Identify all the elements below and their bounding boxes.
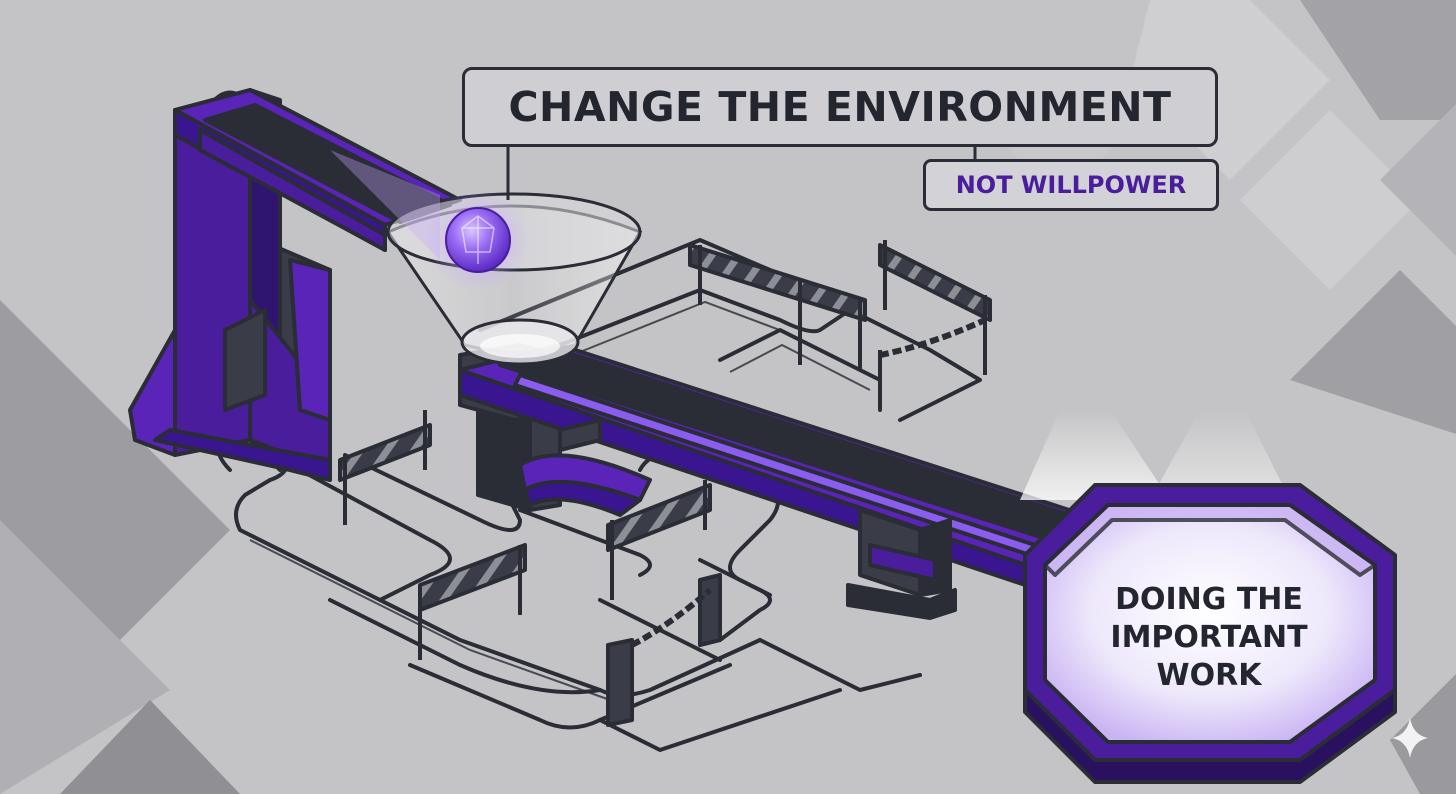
goal-spotlight	[1020, 410, 1170, 500]
subheadline-label: NOT WILLPOWER	[923, 159, 1219, 211]
launch-tower	[128, 88, 332, 482]
chain-icon	[630, 317, 987, 648]
sparkle-icon	[1392, 718, 1428, 758]
right-pillar	[846, 508, 957, 620]
goal-octagon	[1023, 483, 1397, 784]
headline-label: CHANGE THE ENVIRONMENT	[462, 67, 1218, 147]
entry-ramp	[173, 88, 462, 252]
goal-label: DOING THE IMPORTANT WORK	[1110, 582, 1308, 693]
side-loop	[518, 418, 652, 517]
marble-ball-icon	[330, 150, 530, 292]
barrier-icon	[338, 240, 992, 727]
